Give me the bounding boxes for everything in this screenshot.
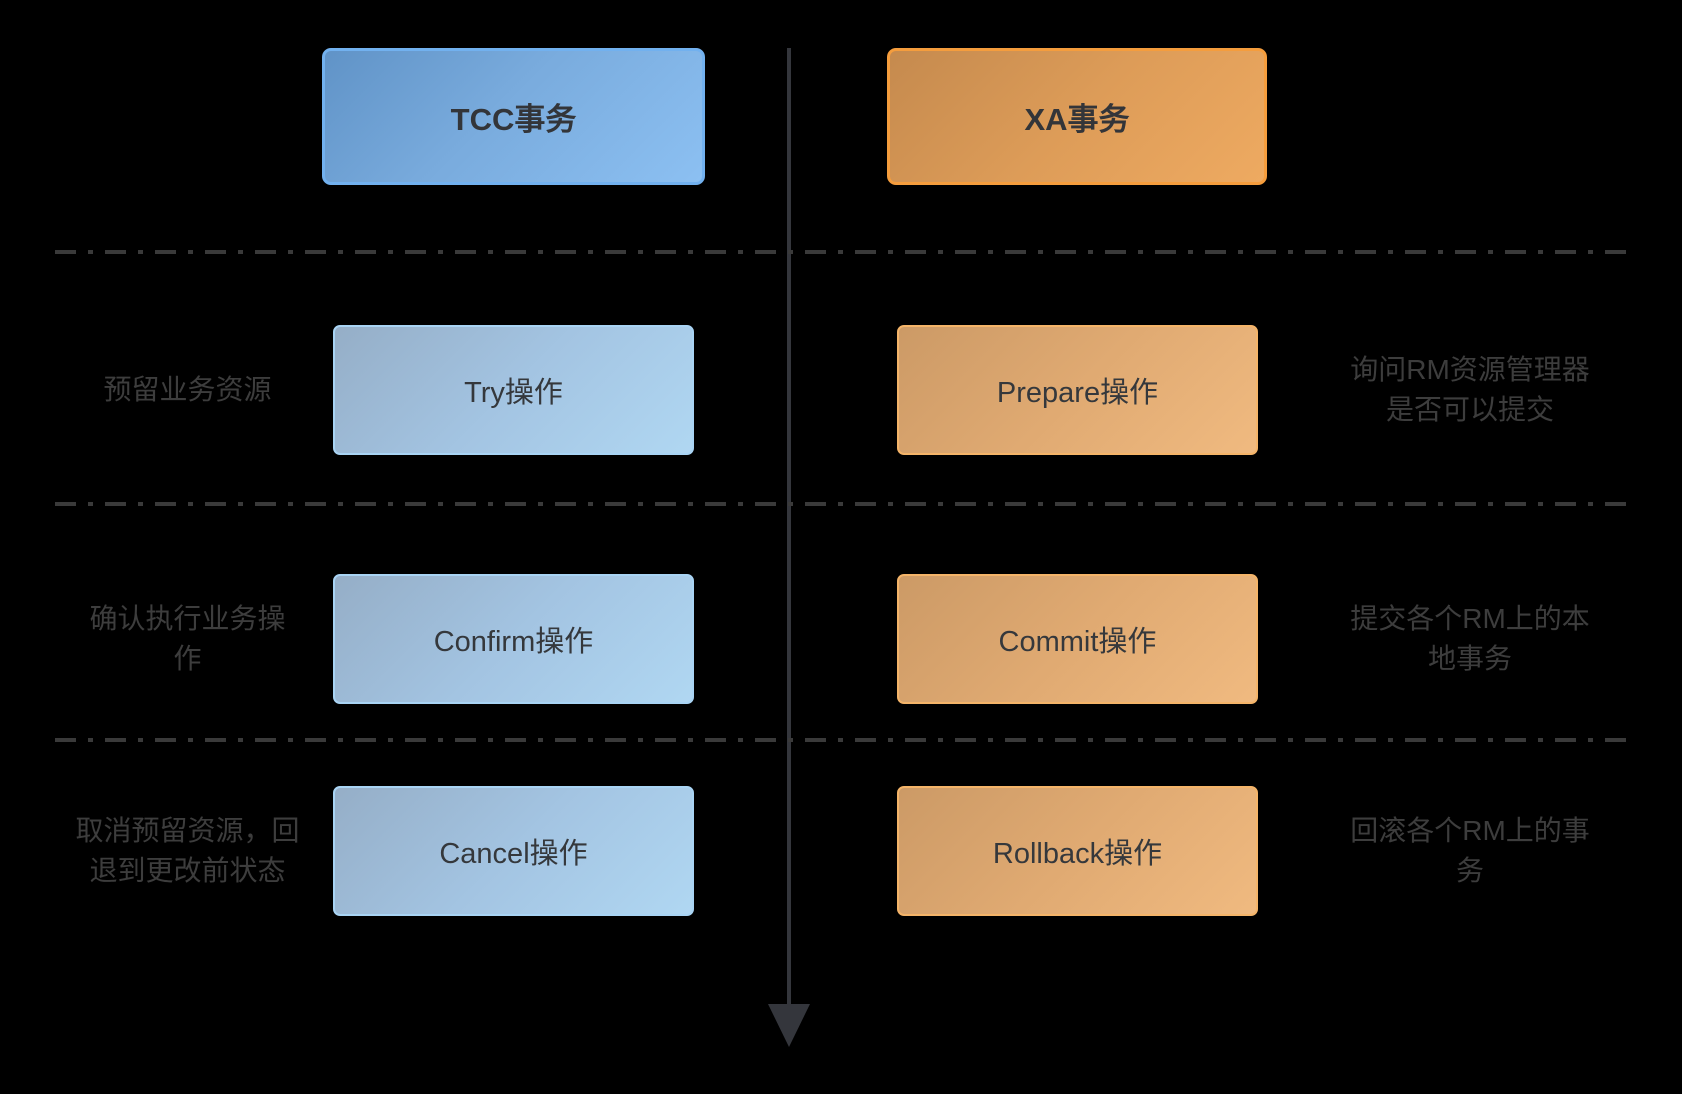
xa-step-label-rollback: Rollback操作 xyxy=(992,838,1163,870)
xa-step-box-prepare: Prepare操作 xyxy=(897,325,1258,455)
left-label-row-2-line-1: 确认执行业务操 xyxy=(89,603,286,634)
row-separator-1 xyxy=(55,250,1633,254)
tcc-step-box-cancel: Cancel操作 xyxy=(333,786,694,916)
right-label-row-2: 提交各个RM上的本 地事务 xyxy=(1295,574,1645,704)
right-label-row-2-line-1: 提交各个RM上的本 xyxy=(1350,603,1590,634)
tcc-step-box-confirm: Confirm操作 xyxy=(333,574,694,704)
right-label-row-1-line-1: 询问RM资源管理器 xyxy=(1350,354,1590,385)
tcc-header-label: TCC事务 xyxy=(450,102,577,137)
left-label-row-3-line-2: 退到更改前状态 xyxy=(89,855,286,886)
left-label-row-3-line-1: 取消预留资源，回 xyxy=(75,815,300,846)
xa-header-label: XA事务 xyxy=(1024,102,1130,137)
right-label-row-3-line-1: 回滚各个RM上的事 xyxy=(1350,815,1590,846)
left-label-row-1-line-1: 预留业务资源 xyxy=(103,374,272,405)
timeline-arrow-line xyxy=(787,48,791,1005)
row-separator-3 xyxy=(55,738,1633,742)
tcc-header-box: TCC事务 xyxy=(322,48,705,185)
right-label-row-1: 询问RM资源管理器 是否可以提交 xyxy=(1295,325,1645,455)
row-separator-2 xyxy=(55,502,1633,506)
left-label-row-1: 预留业务资源 xyxy=(55,325,320,455)
xa-step-box-rollback: Rollback操作 xyxy=(897,786,1258,916)
xa-header-box: XA事务 xyxy=(887,48,1267,185)
tcc-step-box-try: Try操作 xyxy=(333,325,694,455)
left-label-row-2-line-2: 作 xyxy=(173,643,202,674)
right-label-row-3-line-2: 务 xyxy=(1455,855,1484,886)
left-label-row-3: 取消预留资源，回 退到更改前状态 xyxy=(55,786,320,916)
left-label-row-2: 确认执行业务操 作 xyxy=(55,574,320,704)
xa-step-label-prepare: Prepare操作 xyxy=(996,377,1159,409)
tcc-step-label-try: Try操作 xyxy=(464,377,563,409)
tcc-step-label-confirm: Confirm操作 xyxy=(433,626,594,658)
right-label-row-3: 回滚各个RM上的事 务 xyxy=(1295,786,1645,916)
right-label-row-1-line-2: 是否可以提交 xyxy=(1385,394,1554,425)
xa-step-label-commit: Commit操作 xyxy=(998,626,1157,658)
down-arrowhead-icon xyxy=(768,1004,810,1047)
tcc-step-label-cancel: Cancel操作 xyxy=(439,838,588,870)
right-label-row-2-line-2: 地事务 xyxy=(1427,643,1512,674)
xa-step-box-commit: Commit操作 xyxy=(897,574,1258,704)
